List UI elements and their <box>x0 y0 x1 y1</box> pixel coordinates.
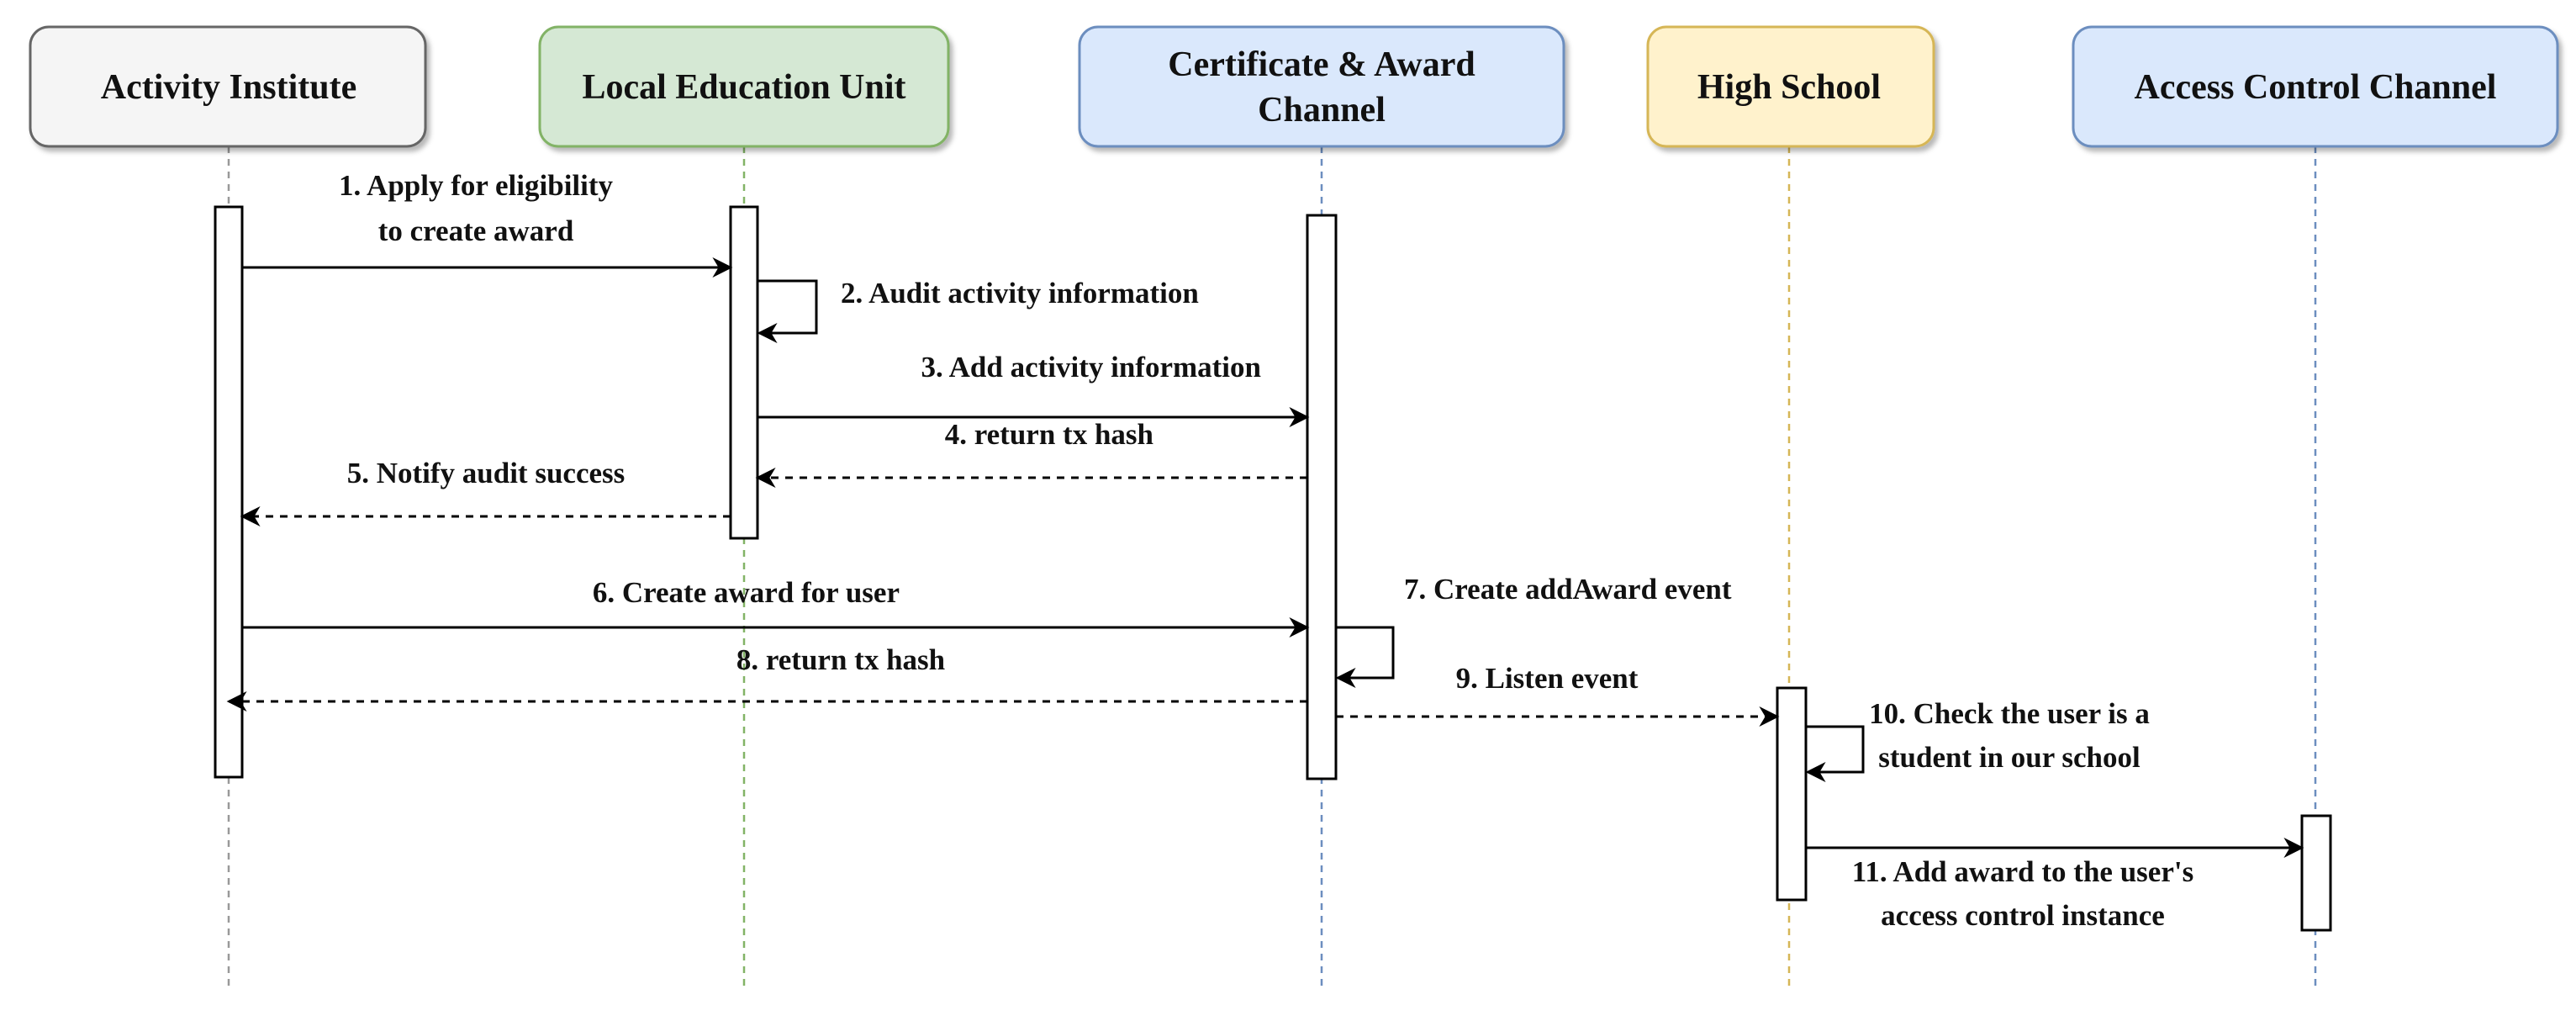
message-9: 9. Listen event <box>1336 662 1780 727</box>
message-label: student in our school <box>1878 741 2141 774</box>
actor-high_school: High School <box>1646 25 1935 148</box>
message-4: 4. return tx hash <box>755 418 1307 488</box>
activation-activity_institute <box>214 205 244 779</box>
message-arrow <box>1805 725 1865 782</box>
message-label: 9. Listen event <box>1456 662 1639 695</box>
actor-label: Access Control Channel <box>2135 68 2497 107</box>
actor-box <box>538 25 950 148</box>
actor-label: Activity Institute <box>101 68 356 107</box>
message-label: 7. Create addAward event <box>1404 573 1732 606</box>
message-label: 8. return tx hash <box>736 643 945 676</box>
message-8: 8. return tx hash <box>226 643 1307 712</box>
message-label: 10. Check the user is a <box>1869 697 2150 730</box>
activation-certificate_award_channel <box>1306 214 1338 780</box>
message-label: access control instance <box>1881 899 2165 932</box>
activation-bars <box>214 205 2332 932</box>
message-label: 5. Notify audit success <box>347 457 626 489</box>
messages: 1. Apply for eligibility to create award 2… <box>226 169 2304 932</box>
message-7: 7. Create addAward event <box>1335 573 1732 688</box>
activation-high_school <box>1776 686 1808 902</box>
message-label: 6. Create award for user <box>593 576 900 609</box>
actor-label: High School <box>1697 68 1881 107</box>
message-10: 10. Check the user is a student in our sc… <box>1805 697 2150 782</box>
message-1: 1. Apply for eligibility to create award <box>242 169 733 278</box>
message-label: 4. return tx hash <box>945 418 1153 451</box>
message-label: to create award <box>378 214 574 247</box>
message-2: 2. Audit activity information <box>757 277 1199 343</box>
message-label: 2. Audit activity information <box>841 277 1199 309</box>
actor-box <box>1646 25 1935 148</box>
actor-label: Certificate & Award <box>1168 45 1475 84</box>
actor-box <box>1078 25 1565 148</box>
actor-headers: Activity Institute Local Education Unit Ce… <box>29 25 2559 148</box>
message-label: 3. Add activity information <box>921 351 1261 384</box>
actor-local_education_unit: Local Education Unit <box>538 25 950 148</box>
activation-access_control_channel <box>2300 814 2332 932</box>
message-arrow <box>757 279 818 343</box>
activation-local_education_unit <box>729 205 759 540</box>
message-label: 1. Apply for eligibility <box>339 169 614 202</box>
message-11: 11. Add award to the user's access contro… <box>1806 838 2304 932</box>
actor-box <box>2072 25 2559 148</box>
message-arrow <box>1335 626 1395 688</box>
message-3: 3. Add activity information <box>757 351 1310 427</box>
actor-label: Local Education Unit <box>582 68 905 107</box>
message-6: 6. Create award for user <box>242 576 1310 637</box>
actor-access_control_channel: Access Control Channel <box>2072 25 2559 148</box>
message-5: 5. Notify audit success <box>240 457 731 526</box>
actor-activity_institute: Activity Institute <box>29 25 427 148</box>
actor-label: Channel <box>1258 91 1386 130</box>
actor-box <box>29 25 427 148</box>
message-label: 11. Add award to the user's <box>1852 855 2193 888</box>
